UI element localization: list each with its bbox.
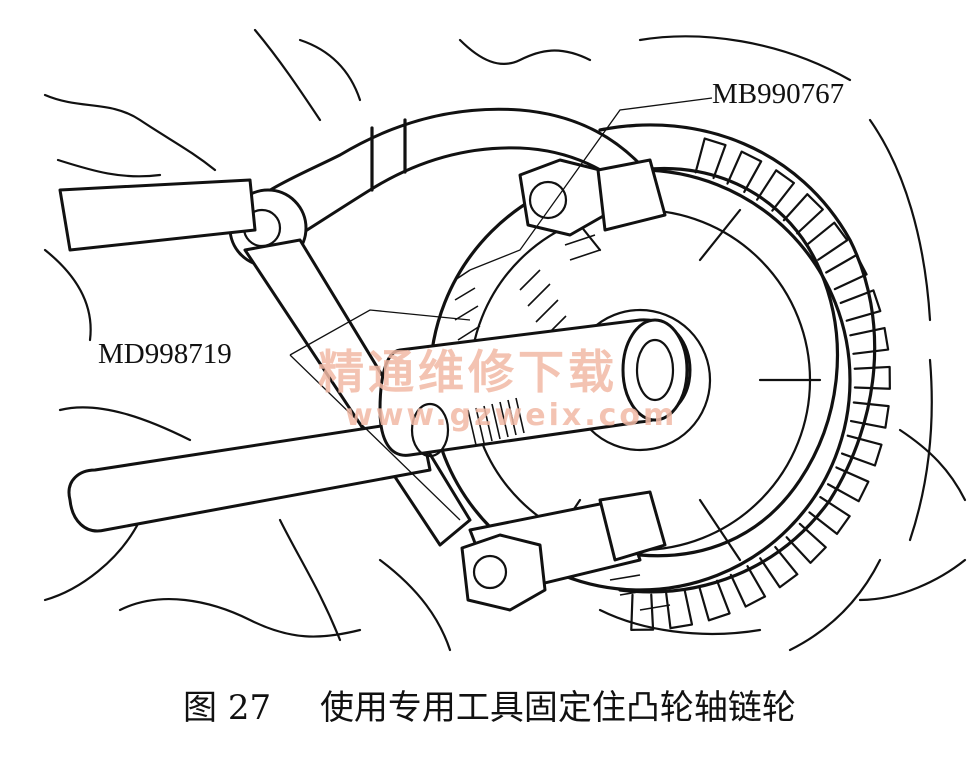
socket-tool-md998719 <box>378 318 692 458</box>
figure-caption: 图 27 使用专用工具固定住凸轮轴链轮 <box>0 680 979 740</box>
belt-tooth <box>826 466 870 503</box>
belt-tooth <box>782 193 824 235</box>
leader-lines <box>289 97 713 521</box>
belt-tooth <box>729 565 767 608</box>
belt-tooth <box>726 150 763 194</box>
engine-background <box>43 28 967 652</box>
sprocket-teeth-hatch <box>454 219 671 611</box>
belt-tooth <box>630 593 655 631</box>
label-mb990767: MB990767 <box>712 78 844 110</box>
belt-tooth <box>805 221 849 261</box>
watermark-cn: 精通维修下载 <box>318 345 618 399</box>
belt-tooth <box>849 326 890 355</box>
belt-tooth <box>849 401 890 429</box>
tool-handle-bar <box>58 178 432 533</box>
belt-tooth <box>759 545 799 589</box>
belt-tooth <box>840 434 883 467</box>
timing-belt <box>598 123 891 631</box>
belt-tooth <box>853 365 891 390</box>
watermark-url: www.gzweix.com <box>345 398 677 433</box>
figure-number: 图 27 <box>183 688 272 728</box>
belt-tooth <box>839 289 882 322</box>
holder-lower-arm <box>460 490 667 612</box>
belt-tooth <box>694 137 727 180</box>
belt-tooth <box>808 495 851 536</box>
caption-text: 使用专用工具固定住凸轮轴链轮 <box>319 688 796 728</box>
label-md998719: MD998719 <box>98 338 232 370</box>
belt-tooth <box>698 579 731 622</box>
belt-teeth <box>630 137 891 631</box>
belt-tooth <box>785 522 827 564</box>
belt-tooth <box>825 253 868 291</box>
belt-tooth <box>755 169 796 212</box>
belt-tooth <box>665 589 694 630</box>
